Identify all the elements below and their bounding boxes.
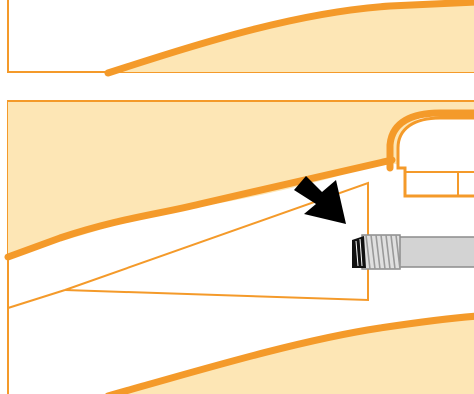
top-panel [7, 0, 474, 77]
screw-shaft [397, 236, 474, 268]
screw [352, 234, 474, 270]
screw-tip-threads [355, 238, 363, 267]
lower-thin-line [7, 289, 66, 309]
upper-boundary-curve [4, 156, 396, 261]
top-panel-fill [112, 2, 474, 72]
arrow-icon [294, 176, 346, 224]
screw-tip [352, 236, 366, 268]
top-panel-curve [104, 0, 474, 77]
dome-outer-rim [386, 109, 474, 172]
dome-cap [396, 116, 474, 198]
bottom-panel [4, 100, 474, 394]
screw-threads [365, 234, 401, 270]
lower-boundary-curve [105, 312, 474, 394]
